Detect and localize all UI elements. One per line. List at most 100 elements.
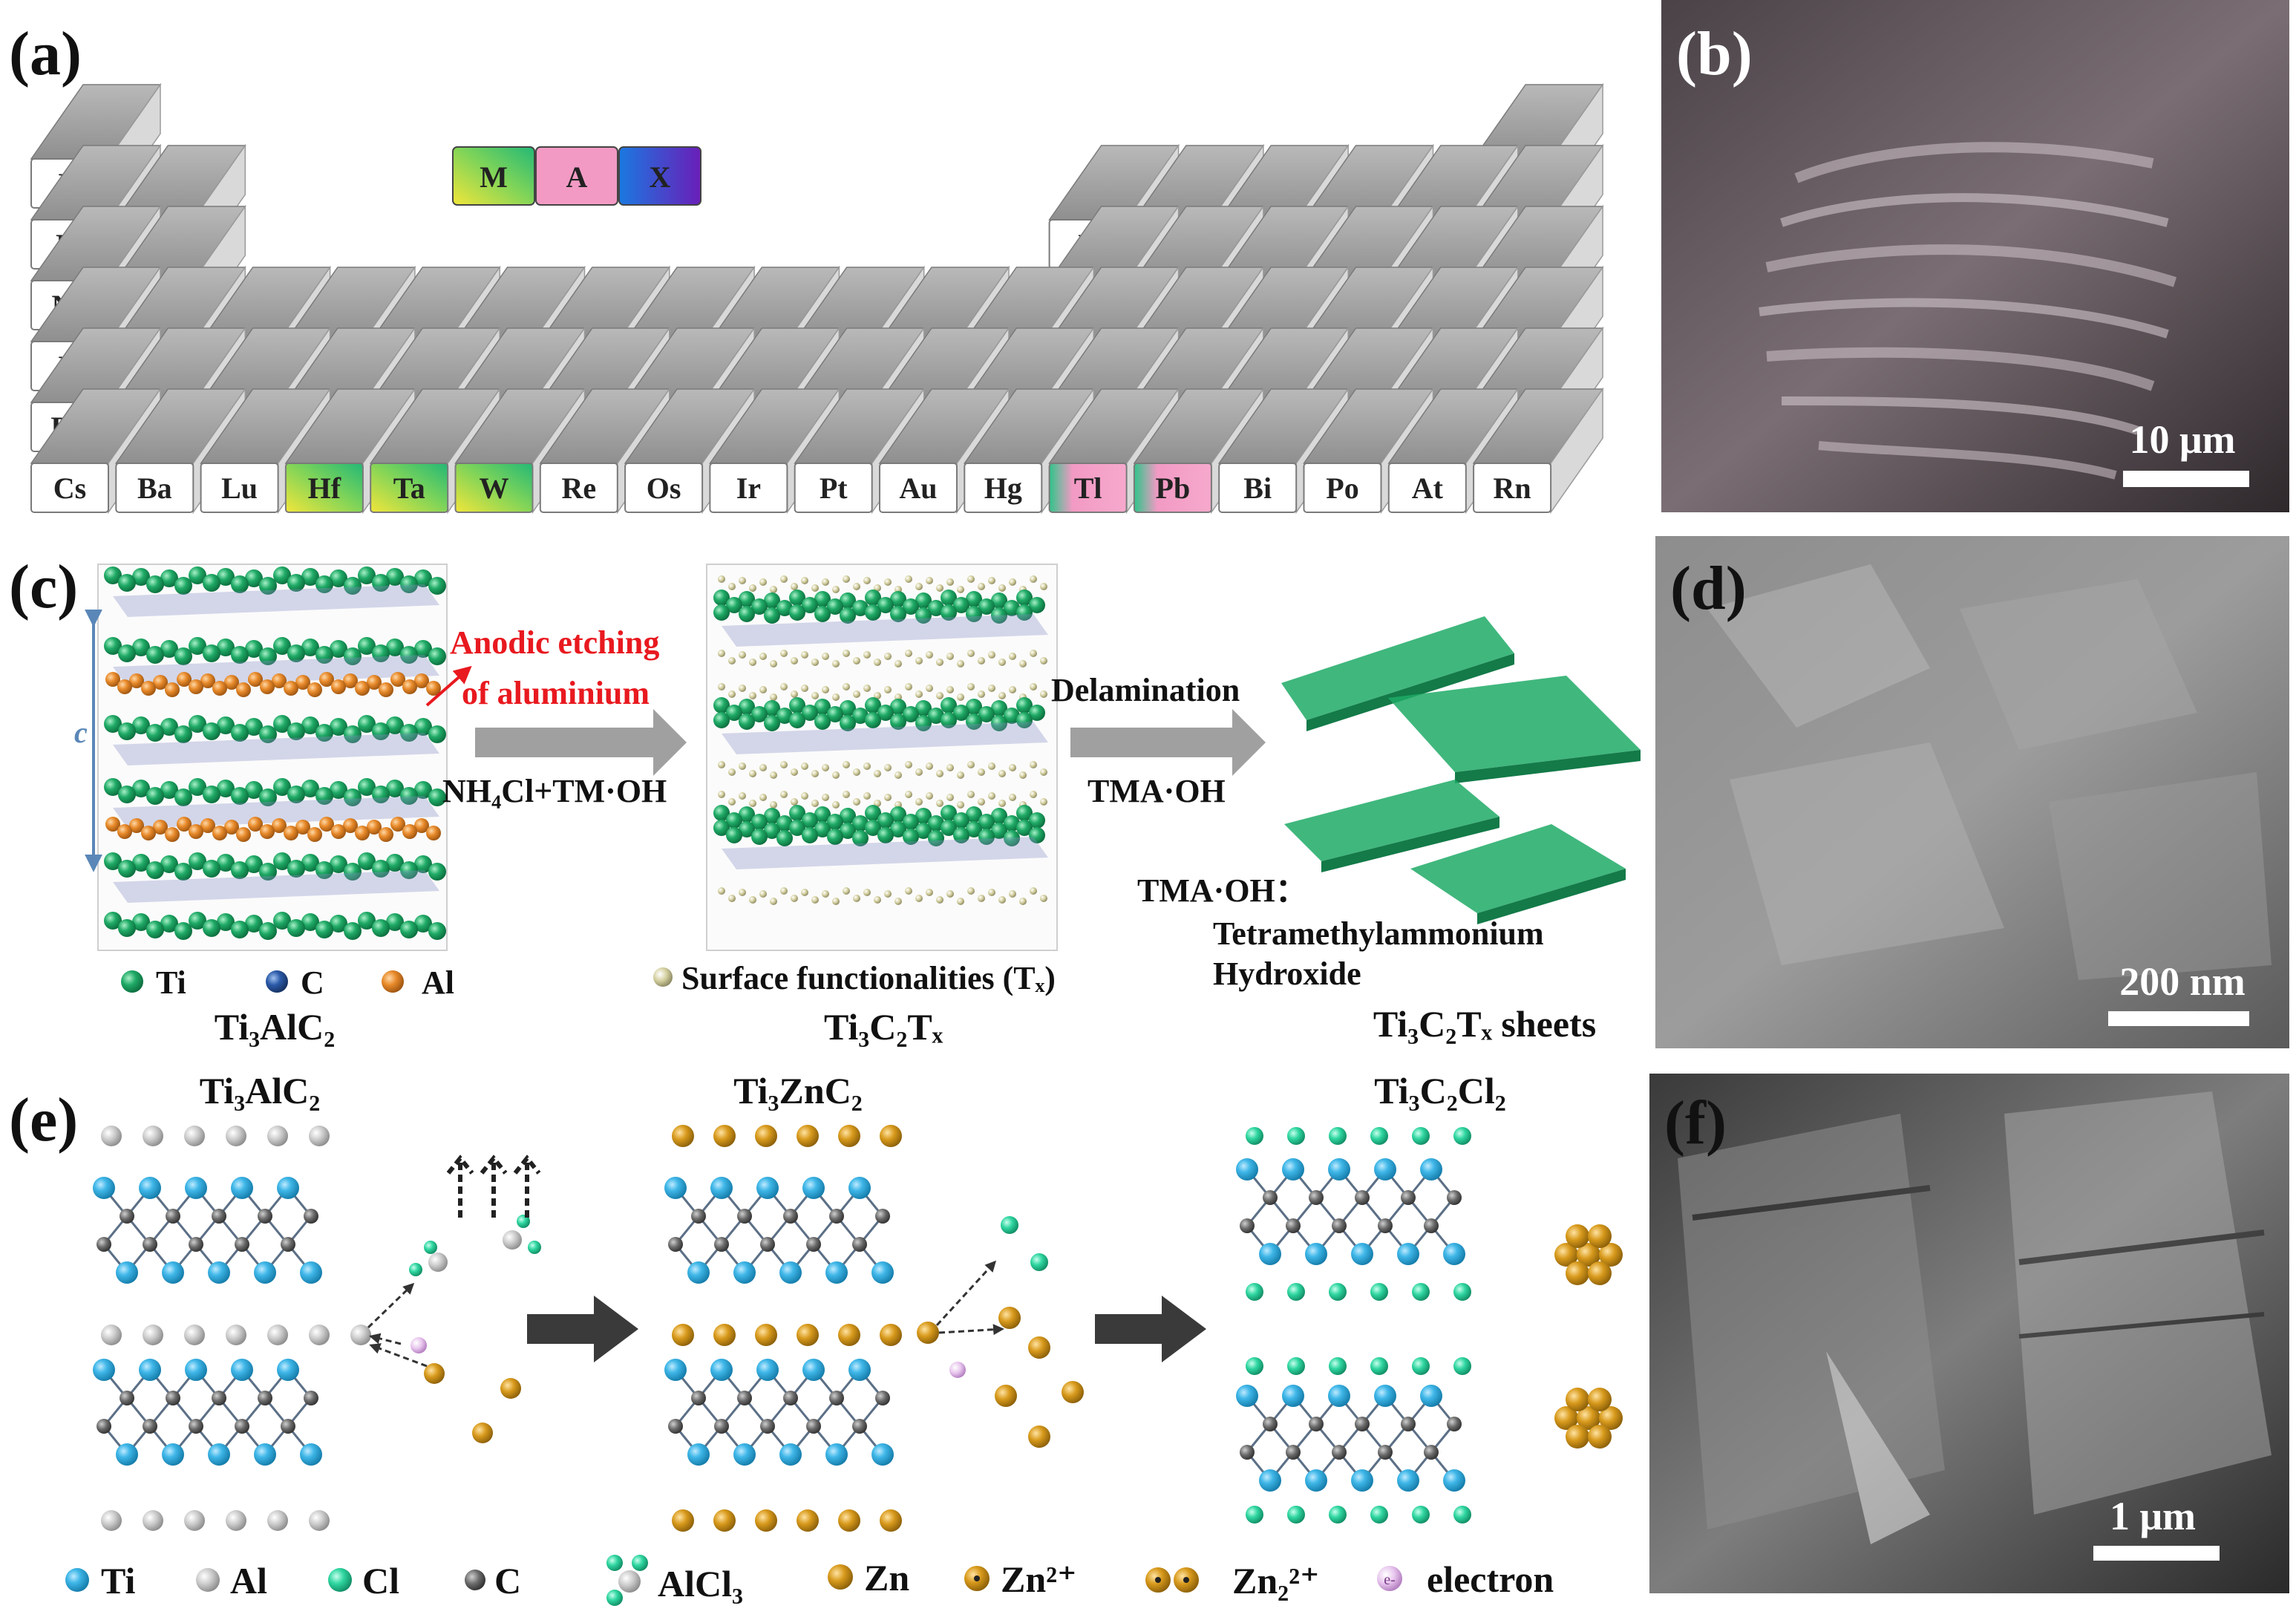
tma-definition-line1: TMA·OH： [1137,872,1308,909]
element-cell-rn: Rn [1472,387,1604,515]
delamination-reagent-label: TMA·OH [1088,773,1226,809]
panel-label-b: (b) [1676,19,1753,88]
legend-e-alcl3-label: AlCl₃ [658,1563,743,1604]
svg-text:Po: Po [1326,471,1358,505]
legend-ti-label: Ti [156,964,186,1001]
panel-e-schematic: (e) Ti₃AlC₂ Ti₃ZnC₂ Ti₃C₂Cl₂ [9,1070,1623,1606]
delamination-label: Delamination [1051,672,1240,708]
legend-e-c-label: C [494,1560,521,1601]
etch-label-line1: Anodic etching [450,624,659,661]
panel-d-sem-image: (d) 200 nm [1655,536,2289,1048]
legend-label-m: M [480,160,508,194]
panel-label-f: (f) [1664,1088,1727,1157]
svg-text:e-: e- [1384,1572,1396,1588]
panel-b-sem-image: (b) 10 μm [1661,0,2289,512]
scale-bar-b [2123,471,2249,487]
lattice-structures [93,1125,1471,1532]
periodic-table-cells: HHeLiBeBCNOFNeNaMgAlSiPSClArKCaScTiVCrMn… [30,82,1604,515]
svg-text:Lu: Lu [221,471,258,505]
legend-ti-atom-icon [121,970,143,993]
legend-e-zn2-dimer-icon [1145,1567,1199,1593]
surface-functionalities-label: Surface functionalities (Tₓ) [681,960,1056,996]
mxene-sheets [1281,616,1641,924]
svg-text:At: At [1412,471,1444,505]
title-ti3alc2: Ti₃AlC₂ [200,1070,320,1111]
legend-e-electron-label: electron [1427,1558,1554,1600]
crystal-ti3c2tx-box [706,564,1058,951]
legend-e-alcl3-icon [606,1555,648,1606]
formula-ti3alc2: Ti₃AlC₂ [215,1006,335,1048]
formula-ti3c2tx-sheets: Ti₃C₂Tₓ sheets [1373,1003,1596,1045]
svg-text:Pt: Pt [820,471,848,505]
etch-pointer-arrow [425,665,472,707]
sheet-2 [1388,676,1641,783]
legend-e-al-icon [196,1568,220,1592]
title-ti3c2cl2: Ti₃C₂Cl₂ [1374,1070,1505,1111]
legend-label-a: A [566,160,588,194]
legend-swatch-a [535,146,618,206]
sheet-3 [1284,780,1499,872]
crystal-ti3alc2 [104,566,446,940]
legend-e-zn-icon [828,1564,853,1590]
legend-al-label: Al [422,964,454,1001]
scale-bar-d [2108,1011,2249,1026]
svg-text:Hf: Hf [308,471,341,505]
svg-text:Re: Re [561,471,596,505]
formula-ti3c2tx: Ti₃C₂Tₓ [824,1006,943,1048]
max-legend: M A X [452,146,701,206]
svg-text:Au: Au [899,471,937,505]
legend-swatch-m [452,146,535,206]
zn-cluster-top [1554,1224,1623,1285]
panel-label-a: (a) [9,19,82,88]
panel-label-c: (c) [9,552,78,621]
svg-text:Ta: Ta [393,471,425,505]
legend-surface-icon [653,967,673,987]
legend-e-cl-icon [328,1568,352,1592]
legend-e-zn2-dimer-label: Zn₂²⁺ [1232,1560,1320,1601]
legend-e-ti-icon [65,1568,89,1592]
legend-al-atom-icon [382,970,404,993]
legend-swatch-x [618,146,701,206]
reaction-arrow-2 [1095,1296,1206,1362]
scale-label-b: 10 μm [2129,417,2235,462]
svg-text:Os: Os [647,471,681,505]
sem-f-slabs [1678,1091,2272,1544]
crystal-ti3alc2-box [97,564,448,951]
sem-d-flakes [1707,564,2272,980]
svg-text:Ir: Ir [736,471,761,505]
legend-e-c-icon [465,1570,485,1590]
tma-definition-line3: Hydroxide [1213,956,1361,992]
legend-c-label: C [301,964,324,1001]
crystal-ti3c2tx [713,575,1048,905]
c-axis-label: c [74,716,88,749]
panel-e-legend: Ti Al Cl C AlCl₃ Zn Zn²⁺ [65,1555,1554,1606]
svg-text:Cs: Cs [53,471,86,505]
legend-e-zn2plus-icon [964,1566,990,1591]
sem-b-lamellae [1759,142,2177,480]
sheet-1 [1281,616,1514,731]
legend-e-zn2plus-label: Zn²⁺ [1001,1558,1077,1600]
svg-text:Bi: Bi [1243,471,1272,505]
svg-text:Rn: Rn [1494,471,1531,505]
legend-c-atom-icon [266,970,288,993]
panel-label-e: (e) [9,1085,78,1155]
scale-bar-f [2093,1546,2220,1561]
svg-text:Ba: Ba [137,471,172,505]
svg-text:W: W [480,471,509,505]
gas-release-arrows [446,1155,541,1218]
panel-c-schematic: (c) c Anodic etching of aluminium NH₄Cl+… [9,552,1641,1048]
panel-a-periodic-table: (a) HHeLiBeBCNOFNeNaMgAlSiPSClArKCaScTiV… [9,19,1604,515]
scale-label-f: 1 μm [2110,1494,2196,1538]
sheet-4 [1410,824,1626,924]
reagent-label: NH₄Cl+TM·OH [442,773,667,809]
sem-image-b [1661,0,2289,512]
etch-label-line2: of aluminium [462,675,650,711]
svg-text:Pb: Pb [1156,471,1191,505]
legend-e-ti-label: Ti [101,1560,135,1601]
tma-definition-line2: Tetramethylammonium [1213,915,1544,952]
legend-e-al-label: Al [230,1560,267,1601]
scale-label-d: 200 nm [2119,959,2246,1004]
sem-image-d [1655,536,2289,1048]
svg-text:Tl: Tl [1074,471,1102,505]
